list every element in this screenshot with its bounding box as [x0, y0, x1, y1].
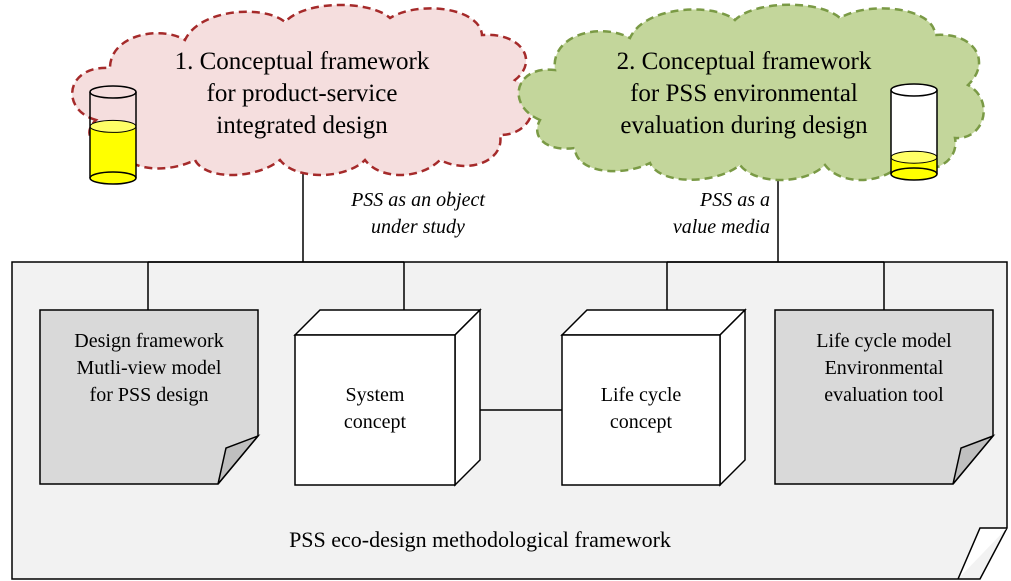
- right-cube-label: Life cycle concept: [562, 382, 720, 436]
- left-document-label: Design framework Mutli-view model for PS…: [40, 328, 258, 409]
- left-document-line-3: for PSS design: [89, 384, 209, 406]
- left-beaker-bottom: [89, 171, 137, 185]
- left-cloud-line-1: 1. Conceptual framework: [174, 48, 430, 75]
- right-edge-label: PSS as a value media: [580, 187, 770, 241]
- right-beaker: [890, 83, 938, 181]
- framework-frame-fold: [957, 527, 1007, 580]
- left-cube-line-1: System: [345, 384, 405, 406]
- left-document-line-2: Mutli-view model: [76, 357, 222, 379]
- right-document-line-3: evaluation tool: [824, 384, 944, 406]
- left-edge-label: PSS as an object under study: [318, 187, 518, 241]
- right-edge-line-2: value media: [672, 216, 770, 238]
- left-edge-line-1: PSS as an object: [351, 189, 485, 211]
- right-cloud-label: 2. Conceptual framework for PSS environm…: [560, 46, 928, 142]
- left-beaker-rim: [89, 85, 137, 99]
- left-beaker: [89, 85, 137, 185]
- right-beaker-bottom: [890, 167, 938, 181]
- left-document-fold: [217, 434, 261, 485]
- left-cloud-line-3: integrated design: [216, 112, 388, 139]
- right-document-line-2: Environmental: [824, 357, 944, 379]
- right-cloud-line-3: evaluation during design: [620, 112, 868, 139]
- right-beaker-surface: [890, 150, 938, 164]
- left-document-line-1: Design framework: [74, 330, 224, 352]
- right-edge-line-1: PSS as a: [700, 189, 770, 211]
- left-cube-line-2: concept: [343, 411, 407, 433]
- right-cloud-line-2: for PSS environmental: [630, 80, 858, 107]
- left-cloud-label: 1. Conceptual framework for product-serv…: [118, 46, 486, 142]
- right-document-fold: [952, 434, 996, 485]
- right-cloud: [517, 3, 985, 182]
- right-document-label: Life cycle model Environmental evaluatio…: [775, 328, 993, 409]
- right-beaker-rim: [890, 83, 938, 97]
- right-cloud-line-1: 2. Conceptual framework: [616, 48, 872, 75]
- left-cube: [293, 308, 482, 487]
- right-document-line-1: Life cycle model: [816, 330, 952, 352]
- right-cube-line-2: concept: [609, 411, 673, 433]
- right-cube-line-1: Life cycle: [600, 384, 682, 406]
- left-edge-line-2: under study: [371, 216, 465, 238]
- right-cube: [560, 308, 747, 487]
- left-cube-label: System concept: [295, 382, 455, 436]
- left-beaker-liquid: [90, 126, 136, 178]
- framework-label: PSS eco-design methodological framework: [289, 527, 671, 552]
- left-cloud-line-2: for product-service: [206, 80, 398, 107]
